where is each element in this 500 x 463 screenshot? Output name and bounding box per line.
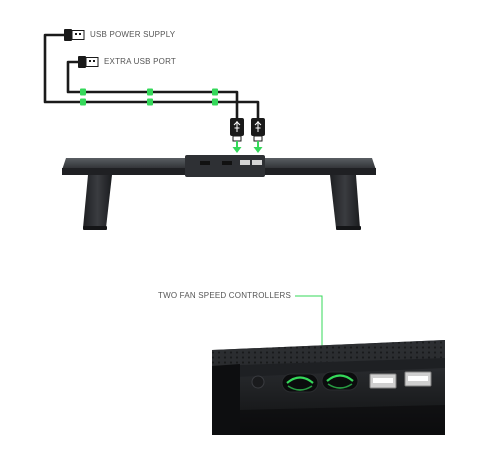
down-arrow-icon: [232, 141, 242, 153]
usb-plug-icon: [230, 118, 244, 142]
usb-power-cable: [43, 33, 260, 120]
extra-usb-cable: [66, 60, 239, 120]
extra-usb-port-label: EXTRA USB PORT: [104, 57, 177, 66]
laptop-stand: [62, 155, 376, 230]
cable-markers: [80, 88, 218, 106]
usb-port-icon: [369, 373, 397, 389]
fan-speed-dial-icon: [281, 373, 319, 393]
fan-speed-controllers-label: TWO FAN SPEED CONTROLLERS: [158, 291, 292, 300]
down-arrow-icon: [253, 141, 263, 153]
usb-power-supply-label: USB POWER SUPPLY: [90, 30, 176, 39]
callout-line: [295, 295, 323, 350]
power-button: [251, 375, 265, 389]
usb-plug-icon: [78, 56, 99, 68]
usb-plug-icon: [251, 118, 265, 142]
usb-port-icon: [404, 371, 432, 387]
fan-speed-dial-icon: [321, 371, 359, 391]
usb-plug-icon: [64, 29, 85, 41]
stand-closeup: [212, 340, 445, 435]
